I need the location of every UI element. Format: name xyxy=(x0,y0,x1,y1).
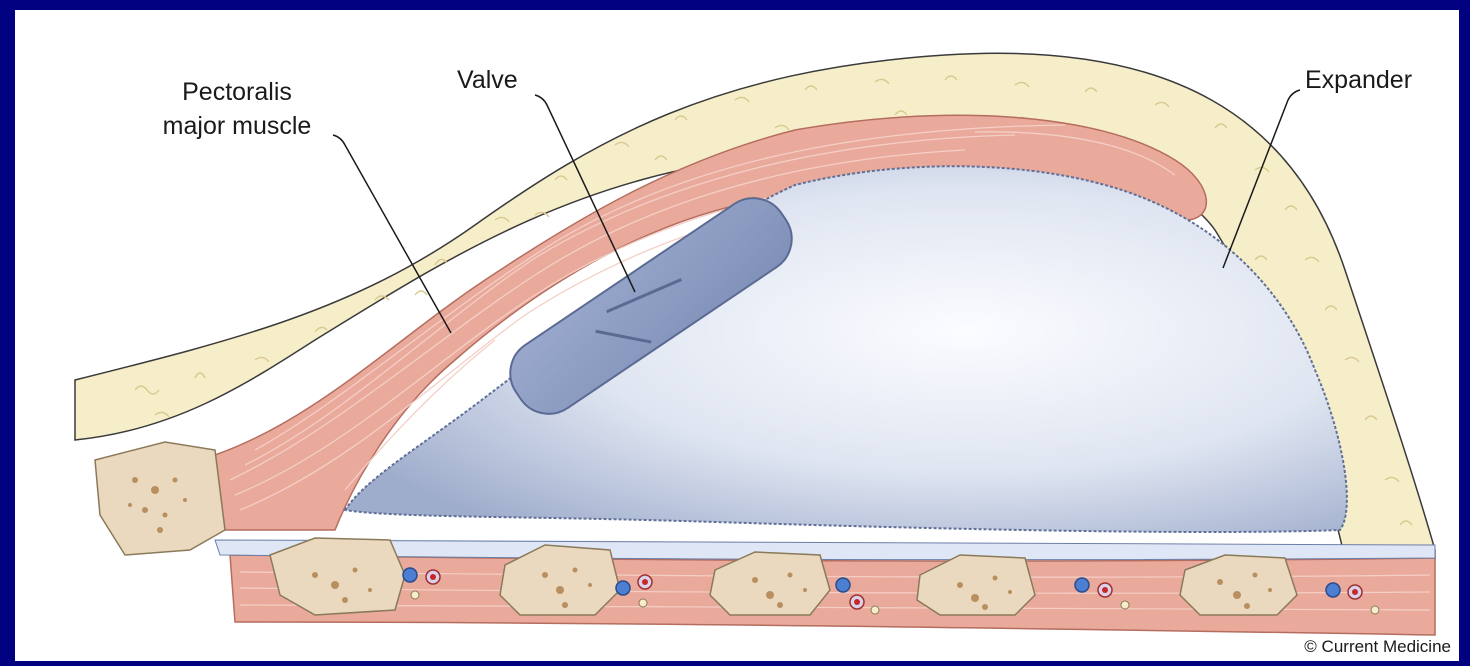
rib-left xyxy=(95,442,225,555)
copyright-credit: © Current Medicine xyxy=(1304,637,1451,656)
tissue-expander-diagram: Pectoralis major muscle Valve Expander ©… xyxy=(15,10,1459,661)
diagram-frame: Pectoralis major muscle Valve Expander ©… xyxy=(15,10,1459,661)
label-valve: Valve xyxy=(457,66,518,94)
label-pectoralis-line1: Pectoralis xyxy=(182,78,292,106)
label-expander: Expander xyxy=(1305,66,1412,94)
label-pectoralis-line2: major muscle xyxy=(163,112,312,140)
